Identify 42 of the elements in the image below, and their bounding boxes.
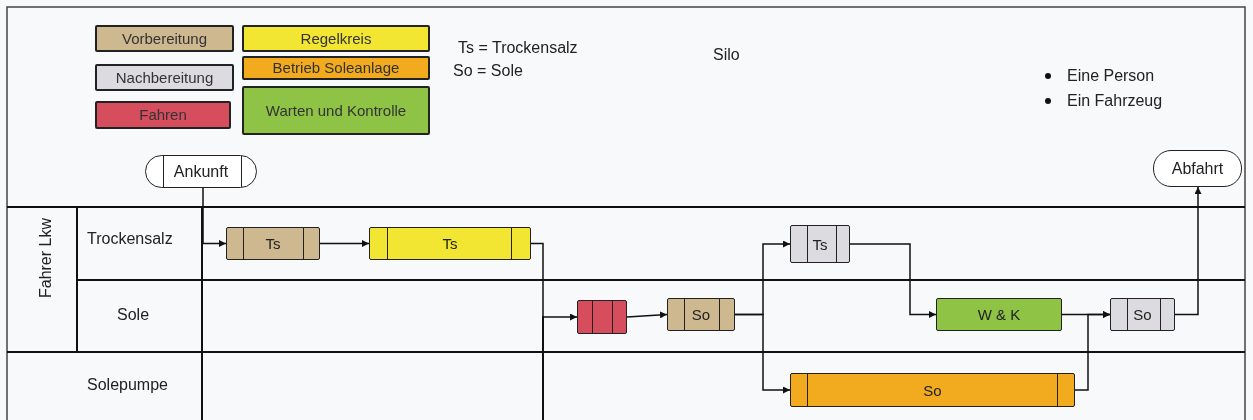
process-box xyxy=(577,300,627,334)
process-box xyxy=(226,227,320,260)
process-box xyxy=(790,373,1075,407)
process-box xyxy=(1110,298,1175,331)
node-label: Ankunft xyxy=(173,162,229,181)
text-label: Silo xyxy=(713,46,740,64)
node-label: Ts xyxy=(812,235,828,253)
legend-item: Nachbereitung xyxy=(95,64,234,91)
node-label: Ts xyxy=(265,235,281,252)
node-label: Abfahrt xyxy=(1171,159,1224,178)
arrow xyxy=(626,311,668,319)
text-label: Ts = Trockensalz xyxy=(458,39,578,57)
process-box xyxy=(667,298,735,331)
legend-item: Vorbereitung xyxy=(95,25,234,52)
arrow xyxy=(849,243,937,318)
text-label: Sole xyxy=(117,306,150,324)
terminator-box xyxy=(145,155,257,188)
node-label: So xyxy=(923,381,942,399)
text-label: Ein Fahrzeug xyxy=(1067,92,1163,110)
arrow xyxy=(530,242,578,321)
process-box xyxy=(936,298,1062,331)
lane-group-label: Fahrer Lkw xyxy=(37,218,55,299)
terminator-box xyxy=(1153,150,1242,187)
node-label: So xyxy=(691,306,711,323)
legend-item: Warten und Kontrolle xyxy=(242,86,430,135)
arrow xyxy=(319,240,370,247)
text-label: Trockensalz xyxy=(87,230,173,248)
arrow xyxy=(1074,311,1111,391)
arrow xyxy=(734,313,791,394)
legend-item: Betrieb Soleanlage xyxy=(242,56,430,80)
text-label: So = Sole xyxy=(453,62,523,80)
arrow xyxy=(202,187,227,247)
process-box xyxy=(790,225,850,263)
text-label: Eine Person xyxy=(1067,67,1155,85)
legend-item: Regelkreis xyxy=(242,25,430,52)
text-label: Solepumpe xyxy=(87,376,168,394)
node-label: W & K xyxy=(977,306,1021,323)
process-box xyxy=(369,227,531,260)
node-label: Ts xyxy=(442,235,458,252)
node-label: So xyxy=(1133,306,1152,323)
arrow xyxy=(1174,186,1202,316)
legend-item: Fahren xyxy=(95,101,231,129)
